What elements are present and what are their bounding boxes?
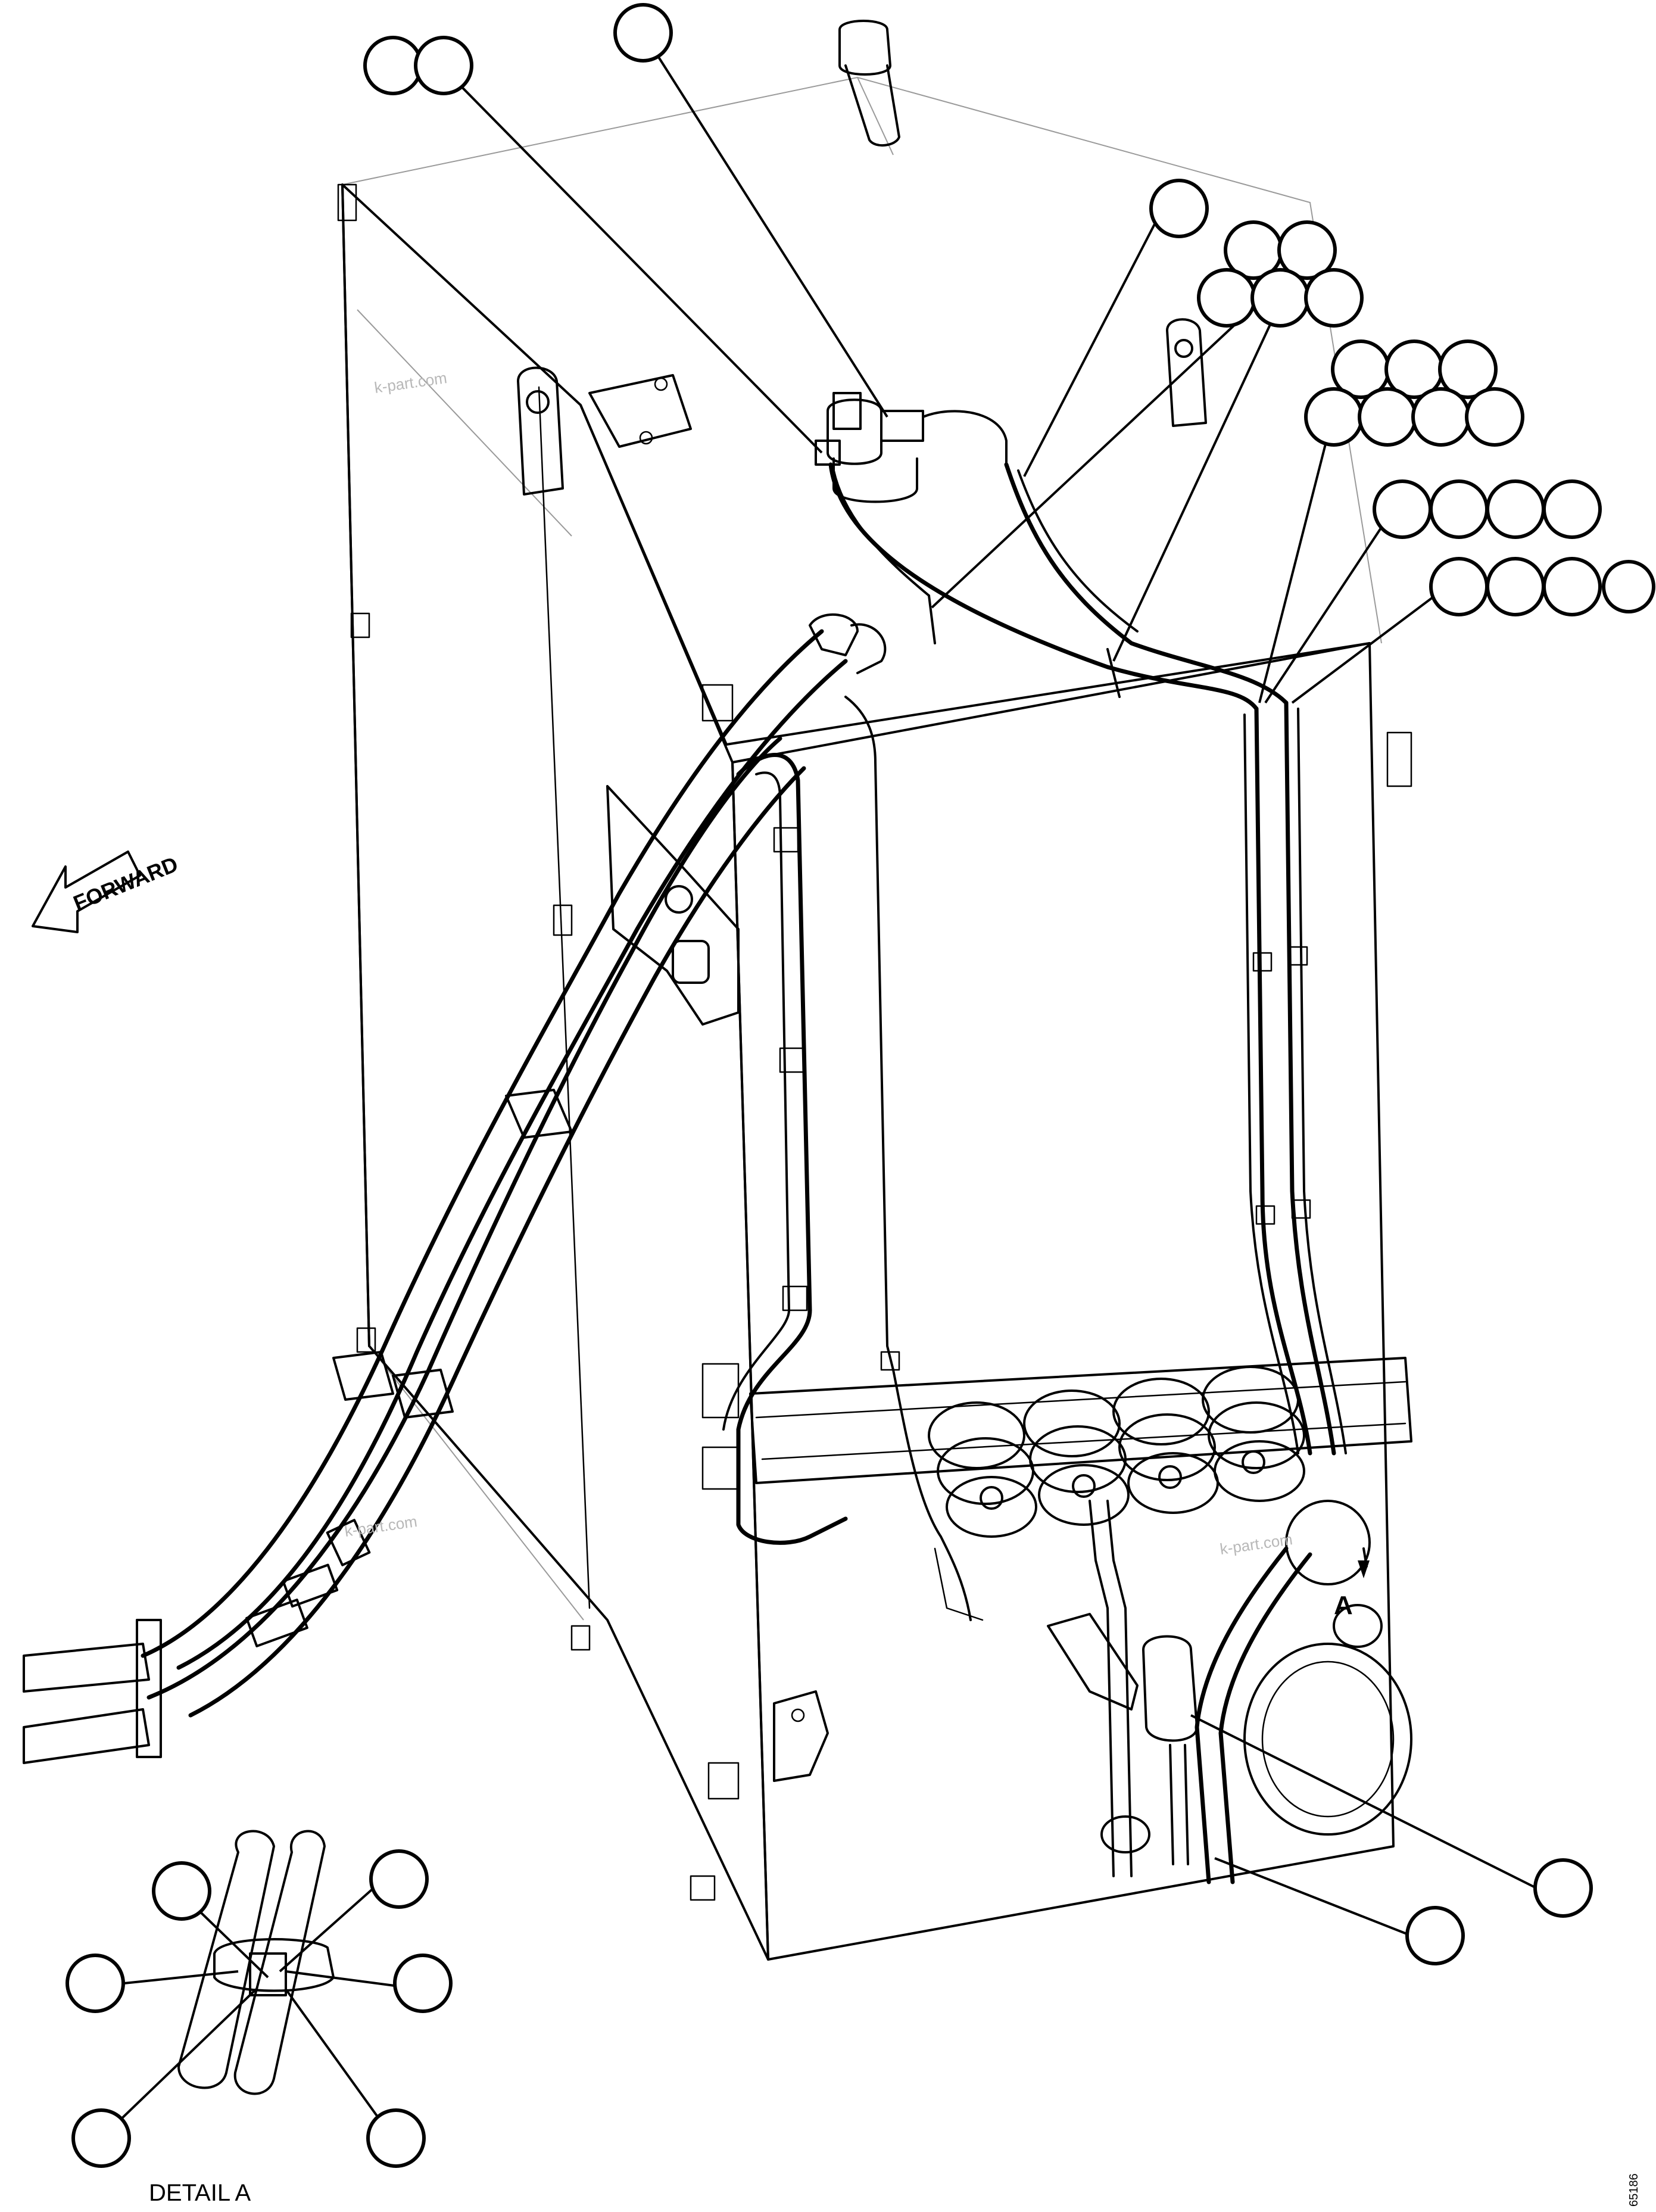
watermark-1: k-part.com bbox=[373, 369, 448, 397]
callout-bubble bbox=[152, 1861, 211, 1921]
callout-bubble bbox=[1602, 560, 1655, 613]
callout-bubble bbox=[1429, 557, 1489, 616]
filter-canister-4 bbox=[1202, 1366, 1305, 1502]
detail-caption: DETAIL A bbox=[149, 2180, 251, 2206]
callout-bubbles bbox=[66, 3, 1655, 2168]
filter-canisters bbox=[928, 1366, 1305, 1538]
callout-bubble bbox=[71, 2108, 131, 2168]
callout-bubble bbox=[1373, 479, 1432, 539]
callout-bubble bbox=[1429, 479, 1489, 539]
detail-a: DETAIL A bbox=[149, 1830, 335, 2206]
callout-bubble bbox=[1277, 220, 1337, 280]
callout-bubble bbox=[1533, 1858, 1593, 1918]
callout-bubble bbox=[1250, 268, 1310, 328]
callout-bubble bbox=[1542, 557, 1602, 616]
filter-rail bbox=[701, 1357, 1412, 1490]
callout-bubble bbox=[1411, 387, 1471, 447]
forward-label: FORWARD bbox=[70, 852, 181, 915]
callout-bubble bbox=[66, 1954, 125, 2013]
upper-hoses bbox=[828, 462, 1289, 711]
callout-bubble bbox=[1405, 1906, 1465, 1965]
callout-bubble bbox=[613, 3, 673, 63]
callout-bubble bbox=[369, 1849, 429, 1909]
callout-bubble bbox=[1438, 339, 1498, 399]
callout-bubble bbox=[1486, 479, 1545, 539]
callout-bubble bbox=[363, 36, 423, 95]
center-tubes bbox=[722, 696, 900, 1545]
lower-components bbox=[707, 1369, 1412, 1884]
left-hose-bundle bbox=[23, 613, 887, 1764]
callout-bubble bbox=[1149, 179, 1209, 238]
top-valve-assembly bbox=[815, 392, 1008, 503]
callout-leaders bbox=[95, 32, 1537, 2139]
callout-bubble bbox=[1197, 268, 1256, 328]
callout-bubble bbox=[1304, 387, 1364, 447]
callout-bubble bbox=[393, 1954, 453, 2013]
drawing-code: 65186 bbox=[1627, 2173, 1641, 2207]
callout-bubble bbox=[1486, 557, 1545, 616]
forward-arrow: FORWARD bbox=[32, 850, 182, 933]
callout-bubble bbox=[414, 36, 473, 95]
hydraulic-tank bbox=[337, 20, 1412, 1961]
callout-bubble bbox=[1542, 479, 1602, 539]
filter-canister-2 bbox=[1023, 1389, 1130, 1526]
callout-bubble bbox=[1304, 268, 1364, 328]
callout-bubble bbox=[1465, 387, 1524, 447]
callout-bubble bbox=[366, 2108, 426, 2168]
right-vertical-hoses bbox=[1243, 700, 1347, 1456]
callout-bubble bbox=[1358, 387, 1417, 447]
view-letter: A bbox=[1334, 1591, 1353, 1620]
